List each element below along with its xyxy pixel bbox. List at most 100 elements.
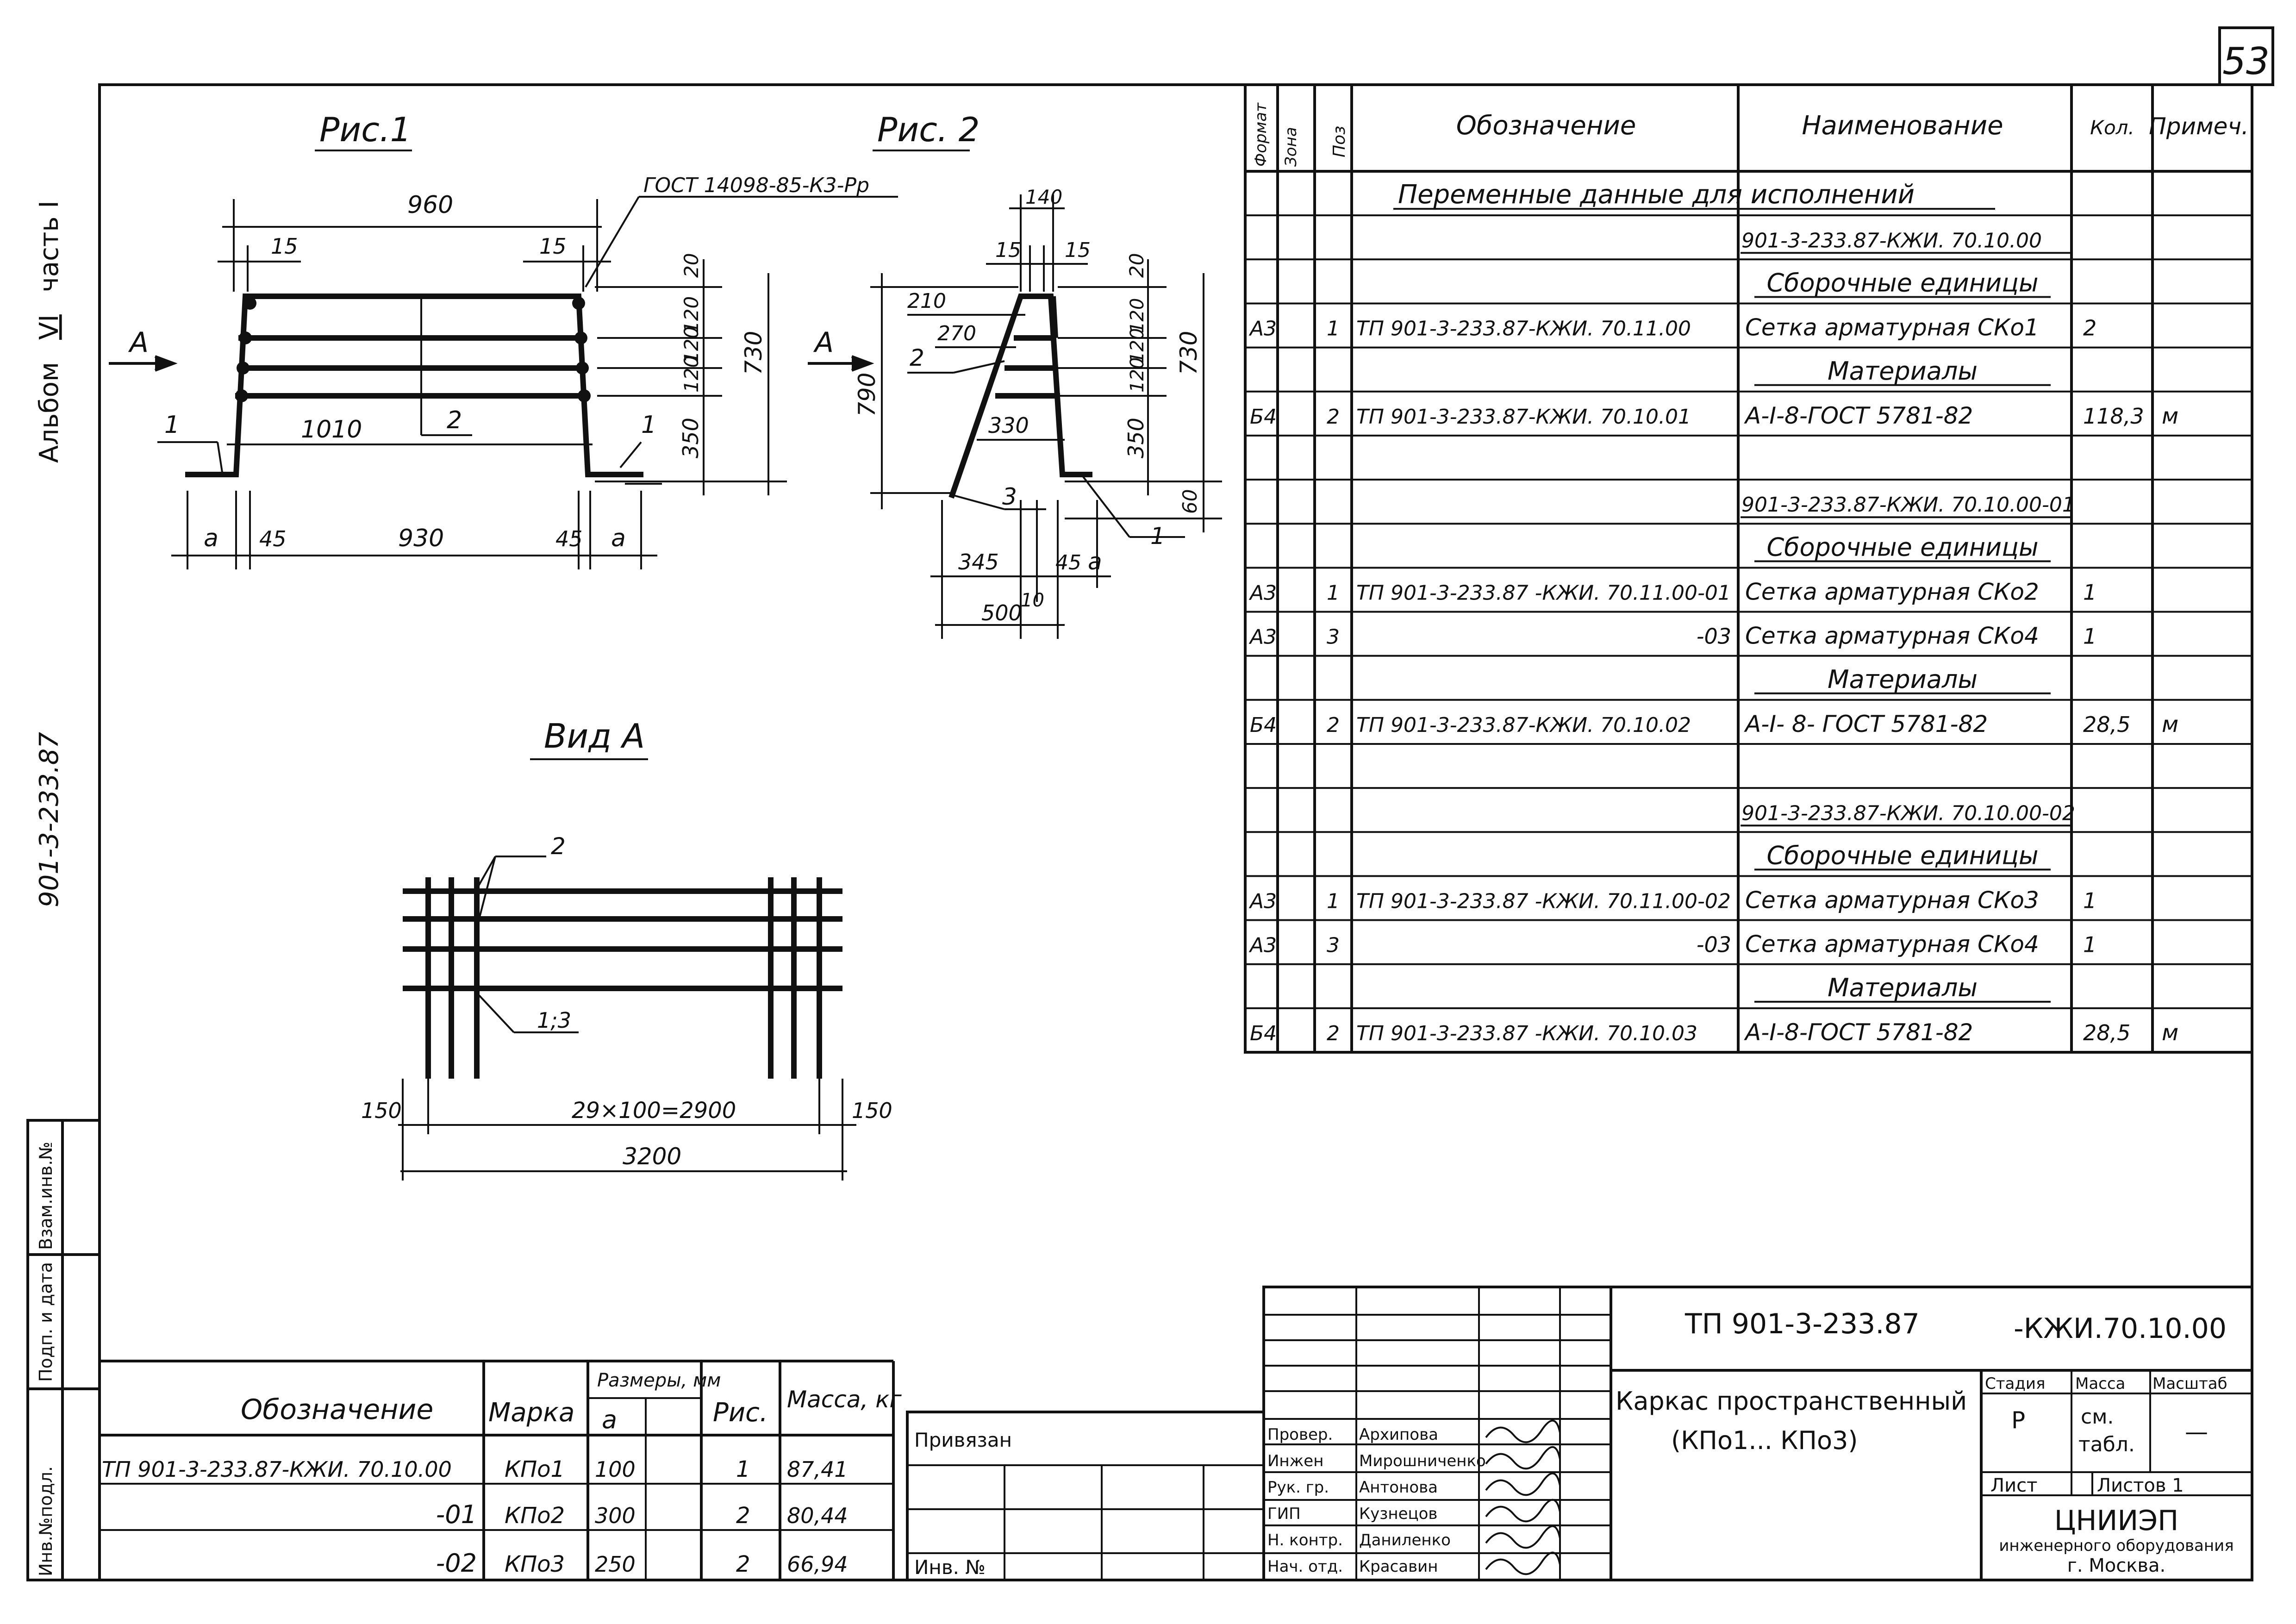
spec-row: Сборочные единицы	[1754, 532, 2051, 562]
spec-designation: ТП 901-3-233.87 -КЖИ. 70.10.03	[1356, 1022, 1697, 1045]
spec-heading: Материалы	[1828, 356, 1978, 386]
fig2-dim-500: 500	[981, 600, 1022, 625]
fig1-dim-960: 960	[407, 191, 453, 219]
spec-designation: -03	[1697, 624, 1731, 649]
spec-h-format: Формат	[1252, 102, 1270, 167]
tb-doc-code: -КЖИ.70.10.00	[2014, 1312, 2227, 1345]
spec-designation: ТП 901-3-233.87 -КЖИ. 70.11.00-01	[1356, 581, 1731, 605]
fig1-dim-1010: 1010	[301, 416, 362, 443]
spec-row: Материалы	[1754, 356, 2051, 386]
fig2-dim-140: 140	[1025, 186, 1062, 208]
fig2-pos-1: 1	[1150, 523, 1165, 550]
fig2-pos-2: 2	[910, 344, 924, 371]
spec-row: 901-3-233.87-КЖИ. 70.10.00-01	[1741, 493, 2075, 518]
fig2-dim-790: 790	[854, 373, 880, 417]
specification-table: Переменные данные для исполнений 901-3-23…	[1244, 83, 2253, 1054]
variant-fig: 2	[736, 1503, 750, 1529]
fig2-dim-270: 270	[937, 322, 976, 345]
variant-a: 250	[595, 1552, 636, 1577]
fig2-dim-120a: 120	[1127, 298, 1148, 333]
binding-inv-label: Инв. №	[914, 1556, 986, 1579]
view-a-dim-150a: 150	[361, 1098, 402, 1123]
spec-h-zone: Зона	[1282, 127, 1300, 167]
fig1-pos-1a: 1	[164, 411, 180, 439]
tb-person-role: Рук. гр.	[1267, 1478, 1329, 1497]
variant-mass: 87,41	[787, 1457, 848, 1482]
spec-pos: 2	[1327, 405, 1340, 429]
spec-name: Сетка арматурная СКо1	[1745, 314, 2039, 341]
tb-person-name: Даниленко	[1359, 1531, 1451, 1549]
fig1-dim-15b: 15	[539, 234, 567, 259]
spec-section-title: Переменные данные для исполнений	[1398, 180, 1915, 210]
fig2-title: Рис. 2	[877, 110, 980, 149]
fig2-dim-a: a	[1088, 548, 1102, 575]
fig1-arrow-label: А	[128, 326, 149, 359]
view-a: Вид А 2 1;3 150 29×100=2900 150 3200	[361, 717, 892, 1181]
binding-block: Привязан Инв. №	[906, 1411, 1265, 1581]
tb-person-role: Н. контр.	[1267, 1531, 1343, 1549]
tb-person-role: Провер.	[1267, 1425, 1333, 1444]
fig1-pos-1b: 1	[641, 411, 656, 439]
spec-format: А3	[1248, 934, 1277, 957]
spec-format: А3	[1248, 581, 1277, 605]
spec-pos: 1	[1327, 317, 1340, 341]
spec-row: 901-3-233.87-КЖИ. 70.10.00-02	[1741, 801, 2075, 827]
tb-person-name: Мирошниченко	[1359, 1452, 1486, 1470]
spec-variant-code: 901-3-233.87-КЖИ. 70.10.00-01	[1741, 493, 2075, 517]
view-a-dim-3200: 3200	[623, 1143, 681, 1170]
signature-scribble	[1485, 1446, 1561, 1470]
fig1-dim-20: 20	[680, 253, 703, 278]
spec-note: м	[2162, 712, 2178, 737]
variant-designation: -01	[436, 1500, 477, 1529]
spec-designation: ТП 901-3-233.87-КЖИ. 70.11.00	[1356, 317, 1691, 341]
variant-a: 300	[595, 1503, 636, 1528]
fig2-pos-3: 3	[1002, 483, 1017, 510]
spec-row: Сборочные единицы	[1754, 268, 2051, 298]
spec-name: А-I-8-ГОСТ 5781-82	[1744, 1019, 1973, 1046]
variant-fig: 1	[736, 1456, 750, 1482]
fig2-dim-730: 730	[1175, 331, 1202, 375]
spec-row: Переменные данные для исполнений	[1393, 180, 1995, 210]
signature-scribble	[1485, 1472, 1561, 1496]
spec-qty: 1	[2083, 624, 2096, 649]
tb-person-name: Антонова	[1359, 1478, 1438, 1497]
spec-qty: 2	[2083, 316, 2096, 341]
spec-qty: 1	[2083, 888, 2096, 913]
figure-1: Рис.1 ГОСТ 14098-85-К3-Рр А 960 15 15	[109, 110, 898, 569]
tb-person-name: Архипова	[1359, 1425, 1438, 1444]
fig1-dim-a-left: a	[204, 525, 218, 552]
spec-row: Материалы	[1754, 973, 2051, 1003]
spec-pos: 1	[1327, 581, 1340, 605]
tb-stage-header: Стадия	[1985, 1374, 2045, 1393]
spec-heading: Материалы	[1828, 973, 1978, 1002]
spec-name: Сетка арматурная СКо4	[1745, 931, 2039, 958]
spec-heading: Материалы	[1828, 665, 1978, 694]
variant-mark: КПо3	[505, 1551, 565, 1577]
stamp-sign-date: Подп. и дата	[36, 1262, 56, 1382]
variant-designation: -02	[436, 1549, 477, 1578]
variant-mark: КПо2	[505, 1503, 565, 1529]
spec-h-pos: Поз	[1330, 126, 1349, 157]
tb-stage: Р	[2011, 1407, 2025, 1434]
tb-mass-1: см.	[2081, 1405, 2114, 1429]
side-doc-code: 901-3-233.87	[34, 732, 64, 907]
fig1-dim-45a: 45	[259, 526, 287, 551]
fig2-dim-15b: 15	[1065, 238, 1091, 262]
variant-a: 100	[595, 1457, 636, 1482]
tb-mass-2: табл.	[2078, 1433, 2135, 1456]
variant-designation: ТП 901-3-233.87-КЖИ. 70.10.00	[102, 1457, 452, 1482]
view-a-pos-13: 1;3	[537, 1008, 571, 1033]
sheet-number: 53	[2222, 40, 2270, 83]
fig1-pos-2: 2	[447, 406, 462, 434]
spec-format: Б4	[1250, 405, 1277, 429]
spec-qty: 1	[2083, 932, 2096, 957]
stamp-inv-orig: Инв.№подл.	[36, 1466, 56, 1576]
fig2-dim-60: 60	[1179, 489, 1201, 514]
fig2-arrow-label: А	[813, 326, 834, 359]
